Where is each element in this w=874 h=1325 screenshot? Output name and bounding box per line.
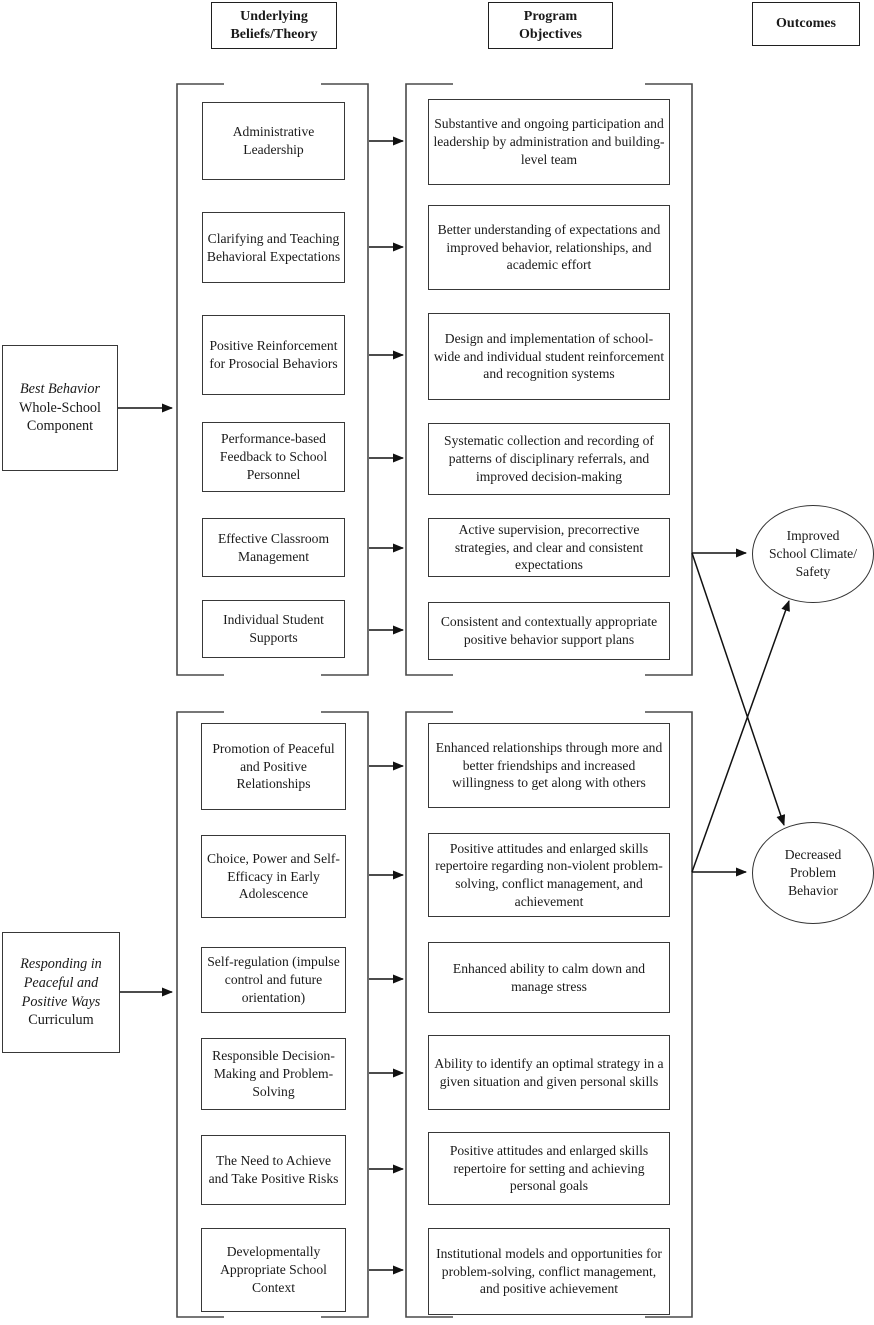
column-header-underlying-beliefs: Underlying Beliefs/Theory bbox=[211, 2, 337, 49]
source-title-italic: Best Behavior bbox=[20, 380, 100, 397]
belief-label: Clarifying and Teaching Behavioral Expec… bbox=[206, 230, 341, 264]
arrow-objectives1-to-behavior bbox=[691, 552, 786, 826]
source-box-best-behavior: Best Behavior Whole-School Component bbox=[2, 345, 118, 471]
source-box-label: Responding in Peaceful and Positive Ways… bbox=[9, 955, 113, 1030]
source-title-regular: Curriculum bbox=[28, 1012, 94, 1029]
objective-box: Enhanced ability to calm down and manage… bbox=[428, 942, 670, 1013]
source-title-regular: Whole-School Component bbox=[19, 399, 101, 435]
belief-box: The Need to Achieve and Take Positive Ri… bbox=[201, 1135, 346, 1205]
column-header-program-objectives: Program Objectives bbox=[488, 2, 613, 49]
belief-label: Choice, Power and Self-Efficacy in Early… bbox=[207, 850, 340, 902]
objective-box: Design and implementation of school-wide… bbox=[428, 313, 670, 400]
objective-label: Institutional models and opportunities f… bbox=[436, 1245, 662, 1297]
belief-label: The Need to Achieve and Take Positive Ri… bbox=[208, 1153, 339, 1186]
belief-box: Individual Student Supports bbox=[202, 600, 345, 658]
belief-box: Responsible Decision-Making and Problem-… bbox=[201, 1038, 346, 1110]
container-beliefs-bottom-border bbox=[176, 711, 369, 1318]
source-box-label: Best Behavior Whole-School Component bbox=[9, 380, 111, 436]
outcome-ellipse-improved-climate: Improved School Climate/ Safety bbox=[752, 505, 874, 603]
belief-box: Administrative Leadership bbox=[202, 102, 345, 180]
belief-label: Effective Classroom Management bbox=[217, 530, 330, 564]
objective-label: Better understanding of expectations and… bbox=[437, 221, 661, 273]
container-beliefs-top-border bbox=[176, 83, 369, 676]
belief-label: Responsible Decision-Making and Problem-… bbox=[212, 1048, 335, 1099]
column-header-label: Underlying Beliefs/Theory bbox=[230, 8, 318, 42]
objective-label: Consistent and contextually appropriate … bbox=[440, 614, 658, 647]
source-title-italic: Responding in Peaceful and Positive Ways bbox=[20, 956, 102, 1010]
objective-label: Systematic collection and recording of p… bbox=[444, 433, 654, 484]
belief-label: Administrative Leadership bbox=[232, 124, 315, 157]
belief-box: Promotion of Peaceful and Positive Relat… bbox=[201, 723, 346, 810]
belief-box: Self-regulation (impulse control and fut… bbox=[201, 947, 346, 1013]
objective-box: Institutional models and opportunities f… bbox=[428, 1228, 670, 1315]
objective-box: Ability to identify an optimal strategy … bbox=[428, 1035, 670, 1110]
outcome-label: Decreased Problem Behavior bbox=[784, 847, 842, 898]
objective-box: Better understanding of expectations and… bbox=[428, 205, 670, 290]
objective-box: Enhanced relationships through more and … bbox=[428, 723, 670, 808]
belief-box: Developmentally Appropriate School Conte… bbox=[201, 1228, 346, 1312]
column-header-label: Outcomes bbox=[776, 16, 836, 32]
belief-label: Promotion of Peaceful and Positive Relat… bbox=[212, 740, 335, 792]
belief-label: Self-regulation (impulse control and fut… bbox=[207, 954, 340, 1005]
belief-label: Performance-based Feedback to School Per… bbox=[219, 431, 328, 482]
objective-label: Active supervision, precorrective strate… bbox=[454, 522, 644, 573]
objective-box: Positive attitudes and enlarged skills r… bbox=[428, 1132, 670, 1205]
container-objectives-bottom-border bbox=[405, 711, 693, 1318]
objective-label: Positive attitudes and enlarged skills r… bbox=[449, 1142, 649, 1194]
belief-box: Effective Classroom Management bbox=[202, 518, 345, 577]
objective-label: Ability to identify an optimal strategy … bbox=[434, 1055, 664, 1089]
objective-box: Consistent and contextually appropriate … bbox=[428, 602, 670, 660]
objective-box: Active supervision, precorrective strate… bbox=[428, 518, 670, 577]
objective-box: Substantive and ongoing participation an… bbox=[428, 99, 670, 185]
belief-box: Positive Reinforcement for Prosocial Beh… bbox=[202, 315, 345, 395]
column-header-outcomes: Outcomes bbox=[752, 2, 860, 46]
container-objectives-top-border bbox=[405, 83, 693, 676]
objective-label: Enhanced ability to calm down and manage… bbox=[452, 960, 646, 994]
column-header-label: Program Objectives bbox=[519, 8, 582, 42]
source-box-rpp-curriculum: Responding in Peaceful and Positive Ways… bbox=[2, 932, 120, 1053]
objective-box: Systematic collection and recording of p… bbox=[428, 423, 670, 495]
belief-box: Choice, Power and Self-Efficacy in Early… bbox=[201, 835, 346, 918]
objective-label: Enhanced relationships through more and … bbox=[435, 739, 663, 791]
outcome-label: Improved School Climate/ Safety bbox=[769, 528, 857, 579]
objective-label: Positive attitudes and enlarged skills r… bbox=[435, 840, 663, 909]
belief-label: Individual Student Supports bbox=[223, 612, 324, 645]
belief-label: Developmentally Appropriate School Conte… bbox=[220, 1244, 327, 1295]
belief-box: Performance-based Feedback to School Per… bbox=[202, 422, 345, 492]
belief-label: Positive Reinforcement for Prosocial Beh… bbox=[209, 338, 338, 371]
arrow-objectives2-to-climate bbox=[691, 600, 790, 873]
objective-label: Design and implementation of school-wide… bbox=[433, 330, 665, 382]
belief-box: Clarifying and Teaching Behavioral Expec… bbox=[202, 212, 345, 283]
objective-box: Positive attitudes and enlarged skills r… bbox=[428, 833, 670, 917]
objective-label: Substantive and ongoing participation an… bbox=[433, 116, 665, 167]
outcome-ellipse-decreased-behavior: Decreased Problem Behavior bbox=[752, 822, 874, 924]
